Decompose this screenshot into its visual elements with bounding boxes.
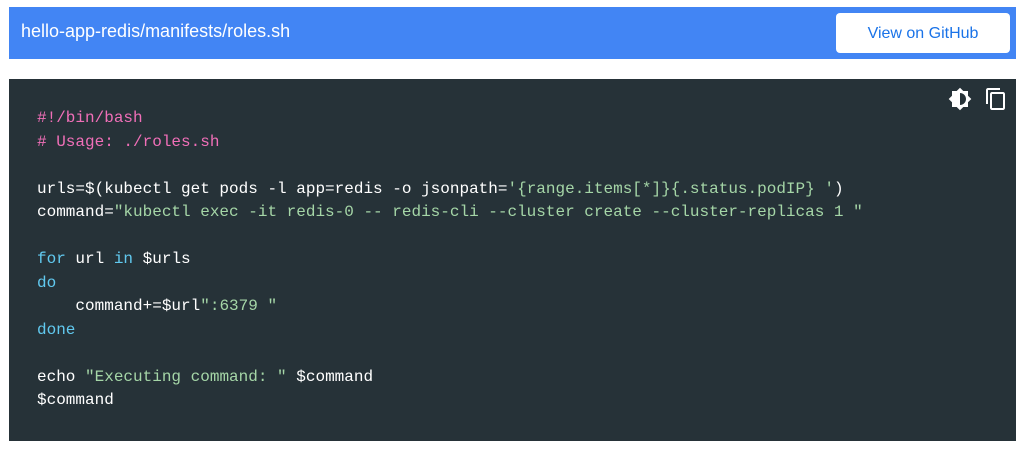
code-token-string: ":6379 "	[200, 297, 278, 315]
code-line: echo "Executing command: " $command	[37, 366, 863, 390]
code-line: # Usage: ./roles.sh	[37, 131, 863, 155]
code-line: for url in $urls	[37, 248, 863, 272]
code-token-comment: # Usage: ./roles.sh	[37, 132, 220, 151]
file-header-bar: hello-app-redis/manifests/roles.sh View …	[9, 7, 1016, 59]
code-line: do	[37, 272, 863, 296]
view-on-github-button[interactable]: View on GitHub	[836, 13, 1010, 53]
code-token-keyword: for	[37, 250, 66, 268]
code-line	[37, 225, 863, 249]
brightness-contrast-icon[interactable]	[948, 87, 972, 111]
code-token-plain: echo	[37, 367, 86, 386]
code-line: done	[37, 319, 863, 343]
file-path-title: hello-app-redis/manifests/roles.sh	[21, 21, 291, 41]
code-token-plain: $command	[37, 391, 114, 409]
code-line	[37, 342, 863, 366]
code-token-plain: url	[65, 250, 114, 268]
code-token-string: '{range.items[*]}{.status.podIP} '	[507, 179, 834, 198]
code-line: $command	[37, 389, 863, 413]
code-token-plain: $urls	[133, 250, 191, 268]
code-token-plain: command=	[37, 203, 114, 221]
code-token-string: "Executing command: "	[85, 367, 287, 386]
code-token-plain: $command	[286, 367, 374, 386]
code-token-plain: urls=$(kubectl get pods -l app=redis -o …	[37, 179, 508, 198]
code-block[interactable]: #!/bin/bash # Usage: ./roles.sh urls=$(ku…	[37, 107, 863, 413]
code-token-string: "kubectl exec -it redis-0 -- redis-cli -…	[113, 203, 863, 221]
code-line	[37, 154, 863, 178]
code-line: urls=$(kubectl get pods -l app=redis -o …	[37, 178, 863, 202]
code-token-plain: command+=$url	[37, 297, 201, 315]
code-line: command+=$url":6379 "	[37, 295, 863, 319]
code-panel: #!/bin/bash # Usage: ./roles.sh urls=$(ku…	[9, 79, 1016, 441]
copy-icon[interactable]	[984, 87, 1008, 111]
code-token-plain: )	[833, 179, 844, 198]
code-token-keyword: done	[37, 320, 76, 339]
code-token-keyword: do	[37, 273, 57, 292]
code-line: command="kubectl exec -it redis-0 -- red…	[37, 201, 863, 225]
code-token-comment: #!/bin/bash	[37, 109, 143, 127]
code-token-keyword: in	[113, 250, 134, 268]
code-line: #!/bin/bash	[37, 107, 863, 131]
